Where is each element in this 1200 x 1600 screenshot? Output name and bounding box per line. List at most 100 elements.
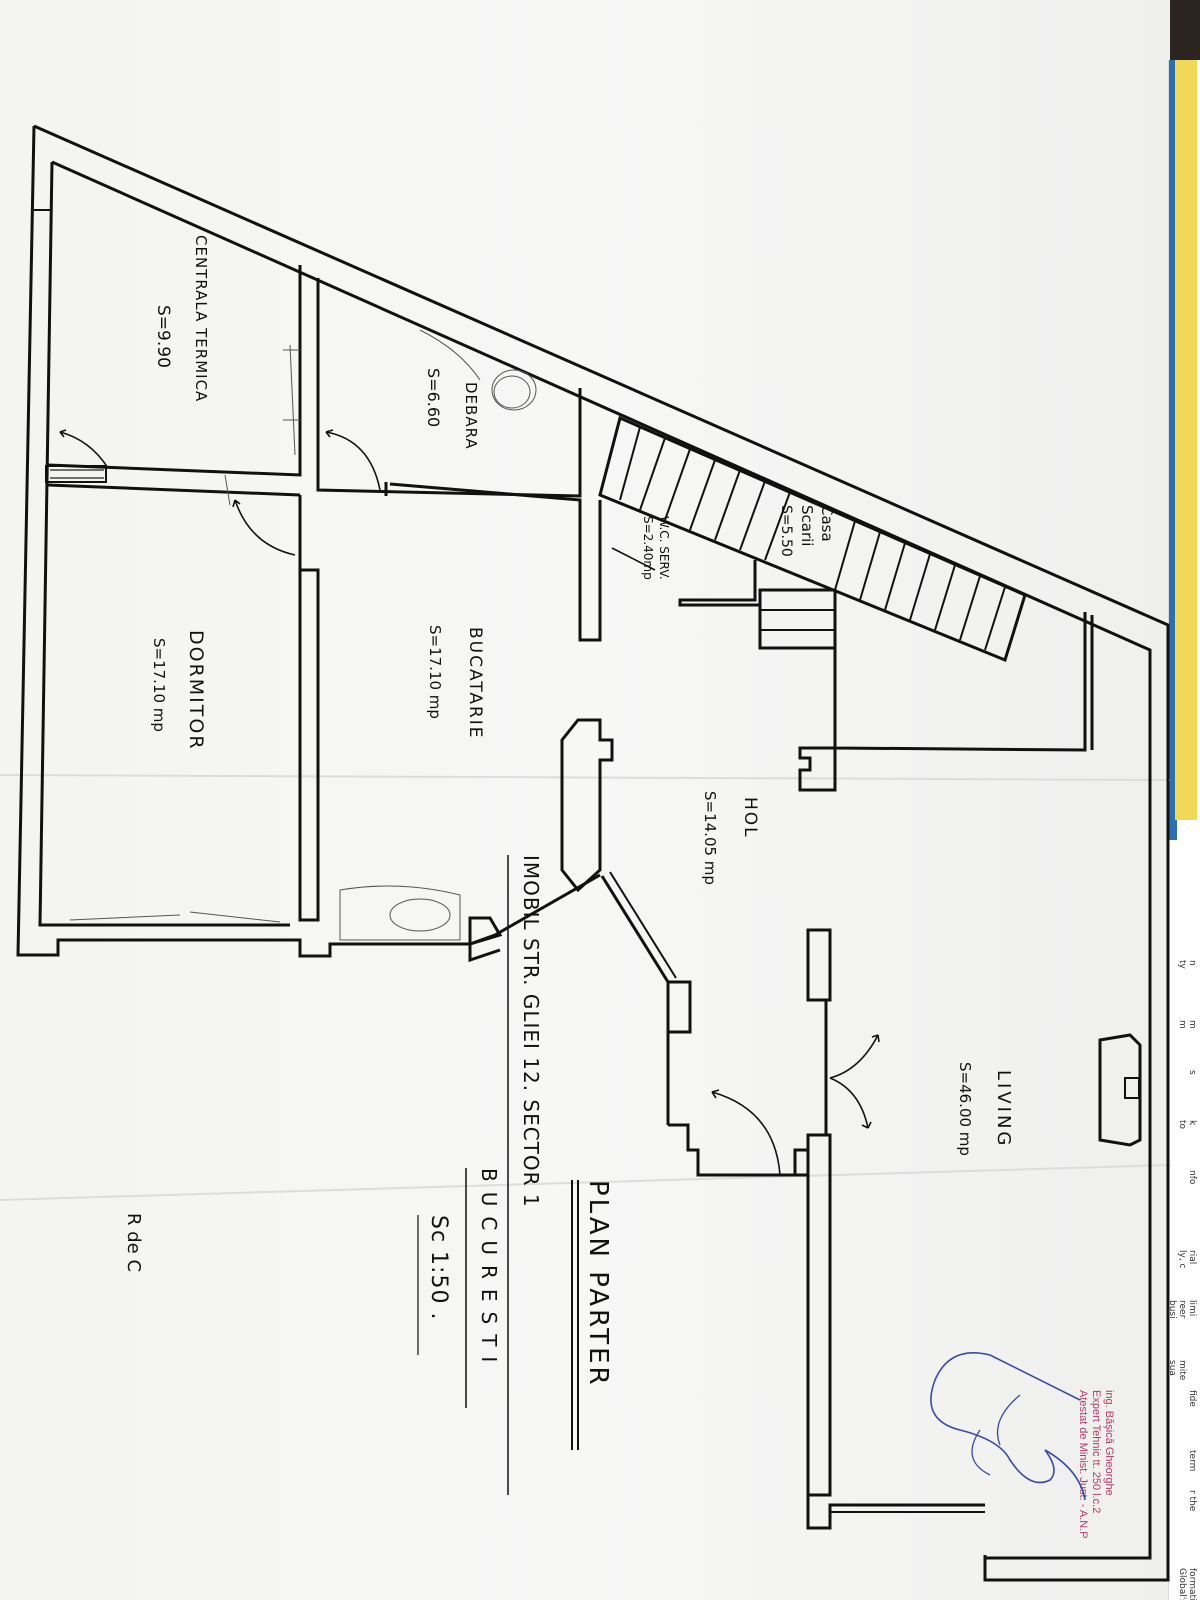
address-text: IMOBIL STR. GLIEI 12. SECTOR 1 (519, 855, 543, 1208)
wall-angled-hol (600, 875, 670, 983)
pencil-stroke (283, 344, 300, 456)
address-block: IMOBIL STR. GLIEI 12. SECTOR 1 (507, 855, 543, 1495)
wall-kitchen-top (389, 482, 602, 642)
wall-pier-hol (666, 980, 692, 1034)
edge-fragment: to (1177, 1120, 1187, 1130)
edge-fragment: m (1187, 1020, 1197, 1029)
label-casa-scarii: Casa Scarii S=5.50 (778, 505, 836, 557)
label-debara: DEBARA S=6.60 (424, 368, 480, 450)
room-name: HOL (740, 797, 760, 839)
signature (930, 1351, 1086, 1501)
door-swings (59, 429, 880, 1176)
floor-plan: CENTRALA TERMICA S=9.90 DEBARA S=6.60 Ca… (0, 124, 1170, 1582)
wall-hol-bottom (668, 1123, 800, 1177)
wall-living-bottom (806, 1495, 985, 1530)
edge-fragment: ly, c (1177, 1250, 1187, 1269)
wall-debara (298, 278, 602, 922)
edge-fragment: k (1187, 1120, 1197, 1126)
stamp-line: Expert Tehnic tt. 250 l.c.2 (1090, 1390, 1102, 1513)
wall-stub (793, 1148, 810, 1177)
stamp-line: ing. Băşică Gheorghe (1103, 1390, 1115, 1496)
edge-fragment: r the (1187, 1490, 1197, 1512)
door-arrowhead (711, 1089, 720, 1099)
outer-wall-left-inner (38, 161, 290, 927)
title-block: PLAN PARTER (571, 1180, 613, 1450)
wall-pier-top (798, 746, 837, 792)
outer-wall-inner-line (51, 160, 1152, 1560)
stair-treads (619, 426, 1006, 651)
wall-living-long (806, 1133, 832, 1497)
label-bucatarie: BUCATARIE S=17.10 mp (426, 625, 485, 740)
room-area: S=5.50 (778, 505, 794, 557)
door-arrowhead (871, 1034, 880, 1043)
paper-fold-line (0, 1164, 1170, 1201)
boiler-sketch (491, 369, 537, 411)
outer-walls (16, 124, 1170, 1582)
wall-wc (598, 500, 656, 640)
wall-angled-hol-inner (609, 871, 677, 979)
wall-pier-living (806, 928, 832, 1002)
room-name: Casa (818, 505, 836, 542)
door-arrowhead (861, 1121, 872, 1129)
room-name: DORMITOR (185, 630, 207, 751)
pencil-stroke (419, 329, 481, 381)
edge-fragment: fide (1187, 1390, 1197, 1407)
strip-yellow-band (1175, 60, 1197, 820)
engineer-stamp: ing. Băşică Gheorghe Expert Tehnic tt. 2… (1077, 1390, 1115, 1539)
city-block: BUCURESTI (465, 1168, 501, 1408)
kitchen-sink-sketch (389, 898, 451, 932)
room-area: S=9.90 (153, 305, 173, 368)
edge-fragment: Global's c (1177, 1568, 1187, 1600)
door-arc-living-up (829, 1034, 879, 1079)
background-document-strip: formati Global's c term r the fide mite … (1168, 60, 1200, 1600)
door-arc-dormitor (234, 499, 296, 556)
room-name: BUCATARIE (465, 627, 485, 740)
stair-outline (598, 415, 1027, 663)
pencil-stroke (224, 474, 231, 506)
edge-fragment: limi (1187, 1300, 1197, 1317)
signature-stroke (930, 1351, 1086, 1501)
wall-wc-right (678, 560, 760, 607)
wall-centrala-right (47, 265, 302, 477)
edge-fragment: formati (1187, 1568, 1197, 1600)
room-name: DEBARA (462, 382, 480, 450)
signature-stroke (971, 1394, 1021, 1476)
pencil-stroke (69, 911, 281, 923)
room-name: LIVING (993, 1070, 1014, 1148)
scale-text: Sc 1:50 . (426, 1215, 451, 1320)
strip-blue-band (1169, 60, 1177, 840)
note-block: R de C (123, 1213, 144, 1272)
room-area: S=46.00 mp (956, 1062, 974, 1156)
wall-hol (468, 612, 1142, 1530)
door-arrowhead (232, 499, 241, 508)
edge-fragment: nfo (1187, 1170, 1197, 1185)
wall-corridor-living (833, 612, 1087, 752)
wall-centrala-dormitor (45, 265, 302, 497)
label-wc: W.C. SERV. S=2.40mp (641, 516, 671, 580)
edge-fragment: term (1187, 1450, 1197, 1472)
room-area: S=2.40mp (641, 516, 655, 580)
door-arc-debara (325, 431, 381, 491)
label-living: LIVING S=46.00 mp (956, 1062, 1014, 1156)
room-area: S=6.60 (424, 368, 443, 427)
fireplace (1098, 1033, 1142, 1147)
label-centrala: CENTRALA TERMICA S=9.90 (153, 235, 210, 402)
outer-wall-outer-line (33, 124, 1170, 1582)
edge-fragment: n (1187, 960, 1197, 966)
paper-fold-line (0, 774, 1170, 781)
edge-fragment: rial (1187, 1250, 1197, 1265)
edge-fragment: s (1187, 1070, 1197, 1075)
label-dormitor: DORMITOR S=17.10 mp (150, 630, 207, 751)
kitchen-sink-sketch (339, 885, 461, 941)
stair-landing (758, 588, 837, 650)
wall-kitchen-end (468, 916, 503, 947)
door-arc-hol (711, 1091, 781, 1176)
edge-fragment: mite (1177, 1360, 1187, 1381)
plan-title: PLAN PARTER (583, 1180, 613, 1388)
label-hol: HOL S=14.05 mp (701, 791, 760, 885)
room-name-2: Scarii (798, 505, 816, 546)
outer-wall-left-bottom (16, 125, 501, 963)
stamp-line: Atestat de Minist. Just. - A.N.P (1077, 1390, 1089, 1539)
paper-sheet (0, 0, 1170, 1600)
city-text: BUCURESTI (477, 1168, 501, 1372)
